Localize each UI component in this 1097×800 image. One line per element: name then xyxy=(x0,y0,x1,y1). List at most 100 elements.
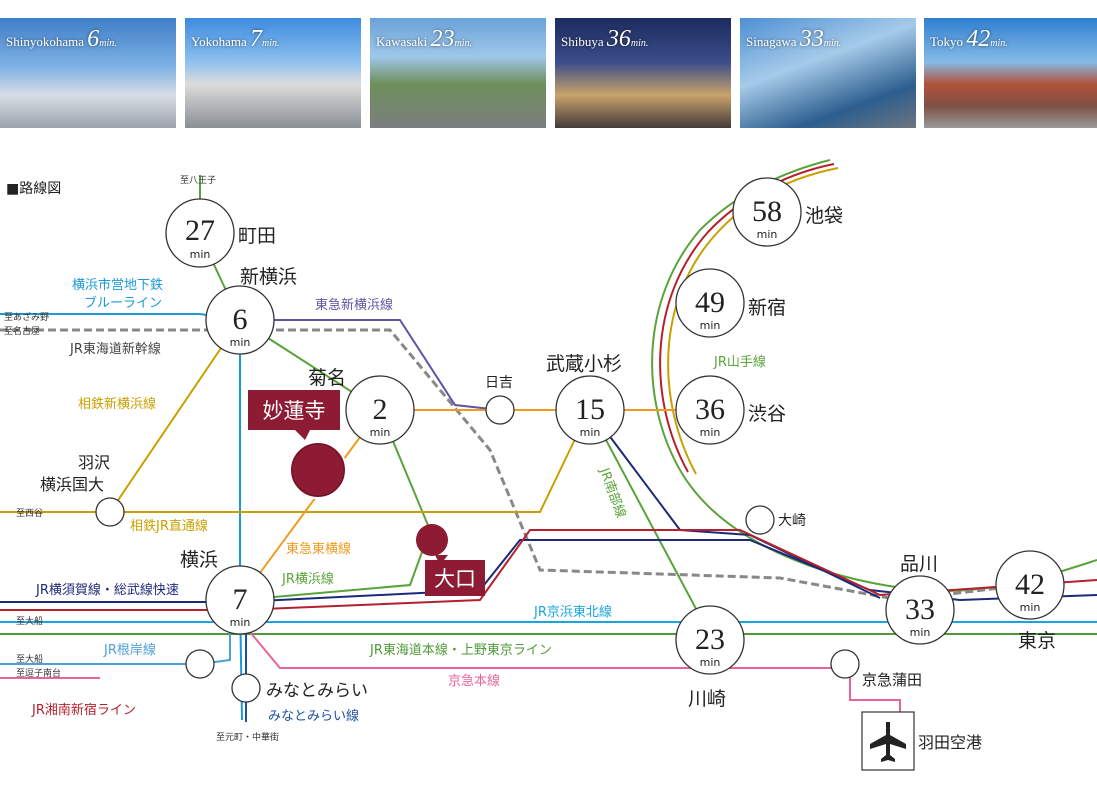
machida-minutes: 27 xyxy=(185,214,215,247)
station-photo-strip: Shinyokohama 6min. Yokohama 7min. Kawasa… xyxy=(0,0,1097,128)
photo-sinagawa: Sinagawa 33min. xyxy=(740,18,916,128)
station-ikebukuro-circle[interactable] xyxy=(732,177,802,247)
myorenji-label-box xyxy=(248,390,340,430)
yokohama-min-unit: min xyxy=(230,616,251,629)
label-keihin-tohoku: JR京浜東北線 xyxy=(533,604,612,620)
photo-minutes: 6 xyxy=(87,26,100,52)
shibuya-minutes: 36 xyxy=(695,393,725,426)
line-shinkansen xyxy=(0,328,1001,602)
label-yokosuka: JR横須賀線・総武線快速 xyxy=(35,582,179,598)
station-machida-circle[interactable] xyxy=(165,198,235,268)
kikuna-minutes: 2 xyxy=(373,393,388,426)
station-shinjuku-circle[interactable] xyxy=(675,268,745,338)
photo-unit: min. xyxy=(630,38,649,49)
airplane-icon xyxy=(870,722,906,762)
station-myorenji-label: 妙蓮寺 xyxy=(263,399,326,423)
station-yokohama-circle[interactable] xyxy=(205,565,275,635)
station-hazawa-name: 羽沢 xyxy=(78,453,110,472)
station-shinyokohama-circle[interactable] xyxy=(205,285,275,355)
label-keikyu: 京急本線 xyxy=(448,673,500,689)
station-minutes: 27 min 6 min 2 min 15 min 36 min 49 min … xyxy=(185,195,1045,669)
label-sotetsu-shinyokohama: 相鉄新横浜線 xyxy=(78,396,156,412)
dest-hachioji: 至八王子 xyxy=(180,175,216,186)
line-shonan-shinjuku-arc xyxy=(659,163,835,473)
station-shibuya-name: 渋谷 xyxy=(748,403,786,425)
dest-ofuna: 至大船 xyxy=(16,615,43,627)
photo-station-name: Shibuya xyxy=(561,34,604,49)
photo-station-name: Tokyo xyxy=(930,34,964,49)
station-haneda-name: 羽田空港 xyxy=(918,733,982,752)
station-keikyukamata-circle[interactable] xyxy=(830,649,860,679)
station-shinagawa-circle[interactable] xyxy=(885,575,955,645)
map-title: ■路線図 xyxy=(6,181,61,197)
station-musashikosugi-name: 武蔵小杉 xyxy=(546,353,622,375)
shinagawa-minutes: 33 xyxy=(905,593,935,626)
label-shinkansen: JR東海道新幹線 xyxy=(69,341,161,357)
dest-nagoya: 至名古屋 xyxy=(4,325,40,337)
photo-minutes: 33 xyxy=(799,26,824,52)
station-kikuna-name: 菊名 xyxy=(308,367,346,389)
musashikosugi-minutes: 15 xyxy=(575,393,605,426)
shinjuku-minutes: 49 xyxy=(695,286,725,319)
tokyo-min-unit: min xyxy=(1020,601,1041,614)
ikebukuro-min-unit: min xyxy=(757,228,778,241)
label-jr-yokohama: JR横浜線 xyxy=(281,571,334,587)
shinyokohama-minutes: 6 xyxy=(233,303,248,336)
station-minatomirai-circle[interactable] xyxy=(231,673,261,703)
machida-min-unit: min xyxy=(190,248,211,261)
shibuya-min-unit: min xyxy=(700,426,721,439)
label-blueline-2: ブルーライン xyxy=(84,295,162,311)
line-nambu xyxy=(589,409,711,636)
dest-ofuna-2: 至大船 xyxy=(16,653,43,665)
photo-shibuya: Shibuya 36min. xyxy=(555,18,731,128)
station-osaki-circle[interactable] xyxy=(745,505,775,535)
station-oguchi-marker[interactable] xyxy=(416,524,448,556)
station-tokyo-circle[interactable] xyxy=(995,550,1065,620)
photo-minutes: 36 xyxy=(606,26,631,52)
label-toyoko: 東急東横線 xyxy=(286,541,351,557)
dest-nishiya: 至西谷 xyxy=(16,508,43,519)
station-keikyukamata-name: 京急蒲田 xyxy=(862,671,922,689)
station-myorenji-ring xyxy=(291,443,345,497)
station-osaki-name: 大崎 xyxy=(778,513,806,529)
station-hazawa-circle[interactable] xyxy=(95,497,125,527)
shinagawa-min-unit: min xyxy=(910,626,931,639)
station-shibuya-circle[interactable] xyxy=(675,375,745,445)
photo-station-name: Sinagawa xyxy=(746,34,797,49)
line-labels: 横浜市営地下鉄 ブルーライン 東急新横浜線 JR東海道新幹線 相鉄新横浜線 相鉄… xyxy=(31,277,766,724)
dest-zushi: 至逗子南台 xyxy=(16,667,61,679)
station-hiyoshi-circle[interactable] xyxy=(485,395,515,425)
station-musashikosugi-circle[interactable] xyxy=(555,375,625,445)
station-names: 町田 新横浜 菊名 武蔵小杉 渋谷 新宿 池袋 横浜 川崎 品川 東京 日吉 大… xyxy=(40,205,1056,752)
station-negishi-circle[interactable] xyxy=(185,649,215,679)
shinjuku-min-unit: min xyxy=(700,319,721,332)
photo-unit: min. xyxy=(454,38,473,49)
destination-labels: 至八王子 至あざみ野 至名古屋 至西谷 至大船 至大船 至逗子南台 至元町・中華… xyxy=(4,175,279,743)
photo-shinyokohama: Shinyokohama 6min. xyxy=(0,18,176,128)
station-shinjuku-name: 新宿 xyxy=(748,297,786,319)
label-shonan-shinjuku: JR湘南新宿ライン xyxy=(31,702,136,718)
stations xyxy=(95,177,1065,703)
yokohama-minutes: 7 xyxy=(233,583,248,616)
photo-unit: min. xyxy=(990,38,1008,49)
station-yokohama-name: 横浜 xyxy=(180,549,218,571)
label-tokyu-shinyokohama: 東急新横浜線 xyxy=(315,297,393,313)
photo-tokyo: Tokyo 42min. xyxy=(924,18,1097,128)
station-kawasaki-name: 川崎 xyxy=(688,688,726,710)
station-myorenji-marker[interactable] xyxy=(289,441,347,499)
photo-station-name: Kawasaki xyxy=(376,34,428,49)
photo-yokohama: Yokohama 7min. xyxy=(185,18,361,128)
line-keikyu xyxy=(0,619,901,712)
kikuna-min-unit: min xyxy=(370,426,391,439)
dest-azamino: 至あざみ野 xyxy=(4,311,49,323)
station-hiyoshi-name: 日吉 xyxy=(485,375,513,391)
shinyokohama-min-unit: min xyxy=(230,336,251,349)
station-ikebukuro-name: 池袋 xyxy=(805,205,843,227)
line-sotetsu-arc xyxy=(667,167,839,475)
station-kawasaki-circle[interactable] xyxy=(675,605,745,675)
station-kikuna-circle[interactable] xyxy=(345,375,415,445)
line-yokosuka-connector xyxy=(589,409,881,599)
label-sotetsu-jr: 相鉄JR直通線 xyxy=(130,518,208,534)
station-machida-name: 町田 xyxy=(238,225,276,247)
label-blueline: 横浜市営地下鉄 xyxy=(72,277,163,293)
